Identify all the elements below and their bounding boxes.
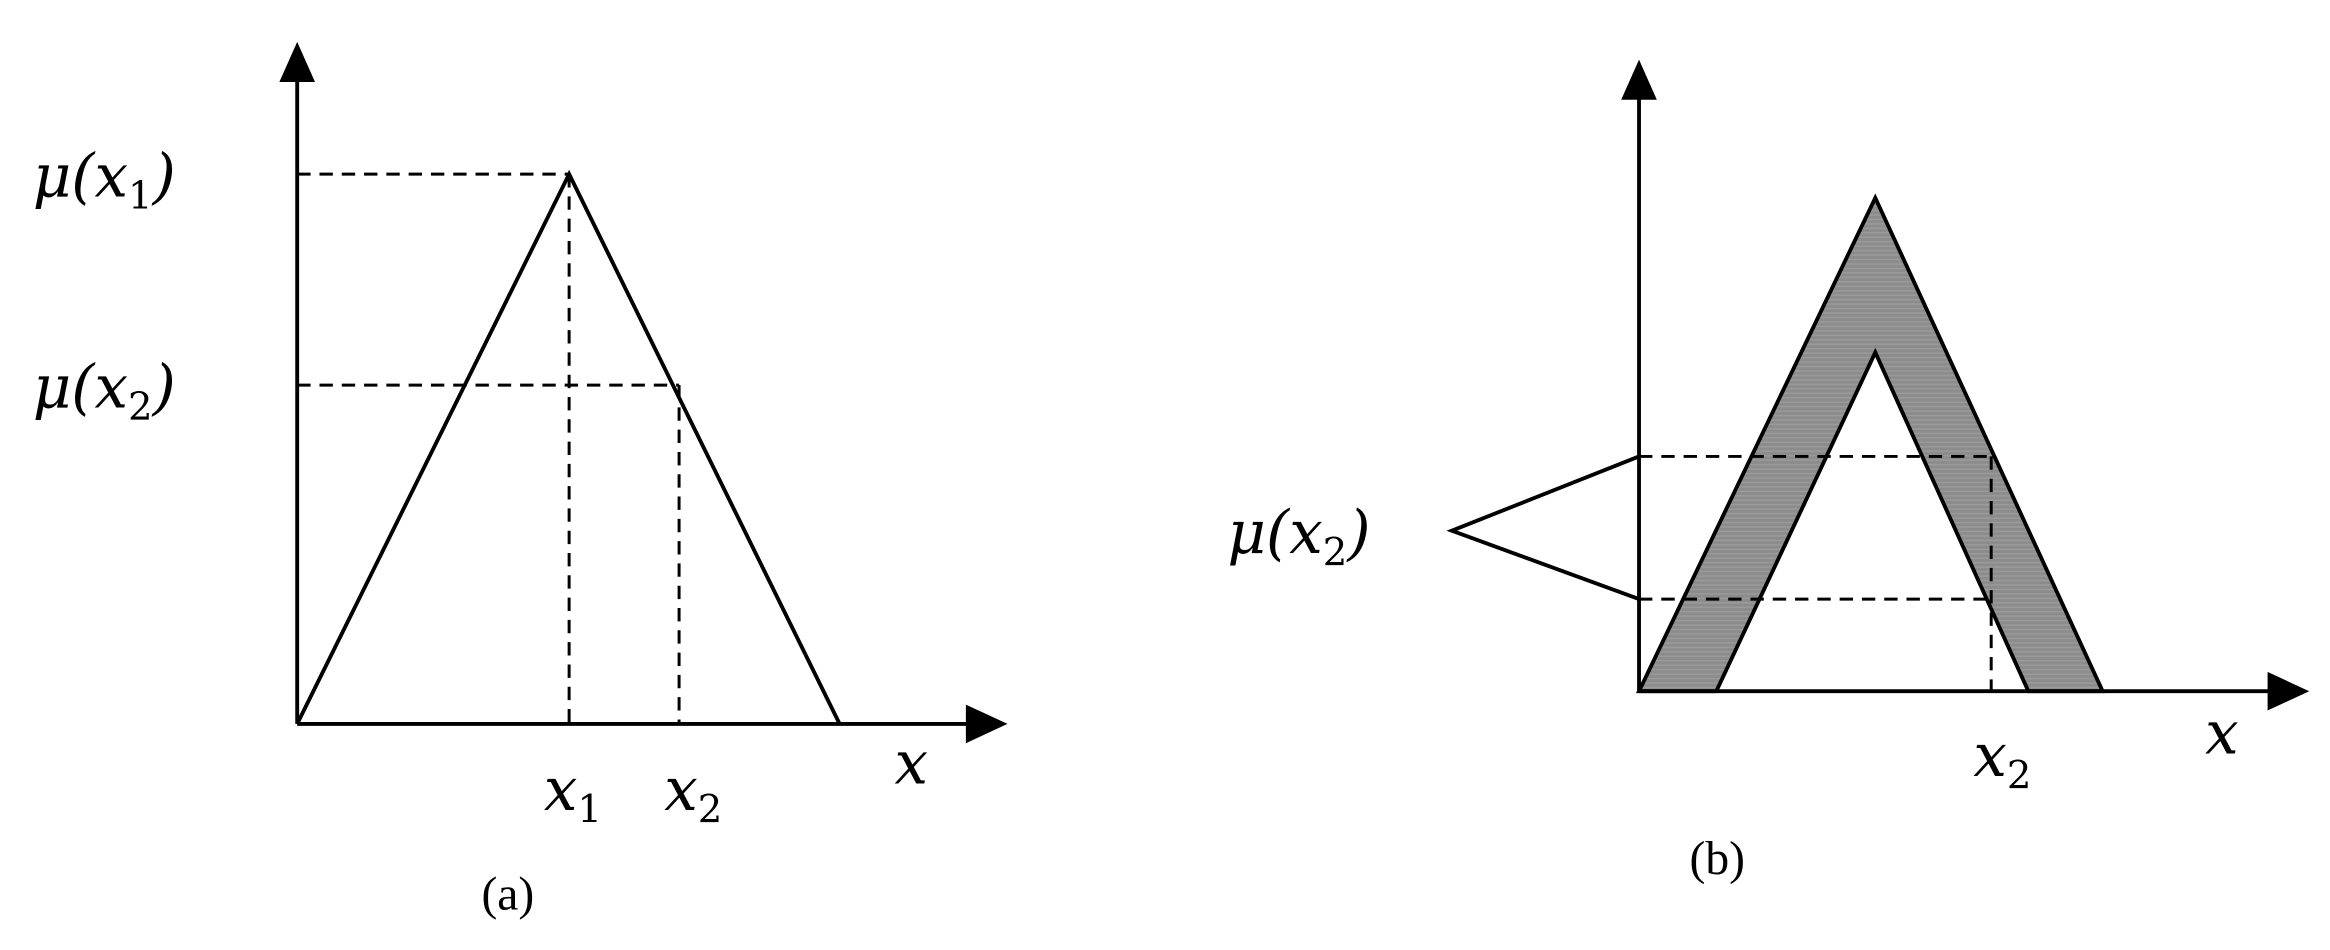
caption-a: (a) xyxy=(481,869,534,921)
caption-b: (b) xyxy=(1690,833,1745,885)
panel-a: μ(x1) μ(x2) x1 x2 x (a) xyxy=(33,41,1008,921)
y-axis-arrow-icon xyxy=(279,41,316,82)
x-axis-label: x xyxy=(2205,700,2239,769)
x2-label: x2 xyxy=(664,756,722,832)
x-axis-arrow-icon xyxy=(2267,671,2310,711)
mu-x2-label: μ(x2) xyxy=(1227,499,1370,575)
x-axis-arrow-icon xyxy=(965,704,1008,744)
x1-label: x1 xyxy=(544,756,602,832)
y-axis-arrow-icon xyxy=(1621,59,1657,100)
interval-type2-membership-band xyxy=(1635,193,2106,694)
x2-label: x2 xyxy=(1973,722,2031,798)
mu-x2-label: μ(x2) xyxy=(33,353,176,429)
panel-b: μ(x2) x2 x (b) xyxy=(1227,59,2310,885)
x-axis-label: x xyxy=(895,729,929,798)
mu-x2-pointer-lines xyxy=(1446,454,1640,601)
mu-x1-label: μ(x1) xyxy=(33,142,176,218)
